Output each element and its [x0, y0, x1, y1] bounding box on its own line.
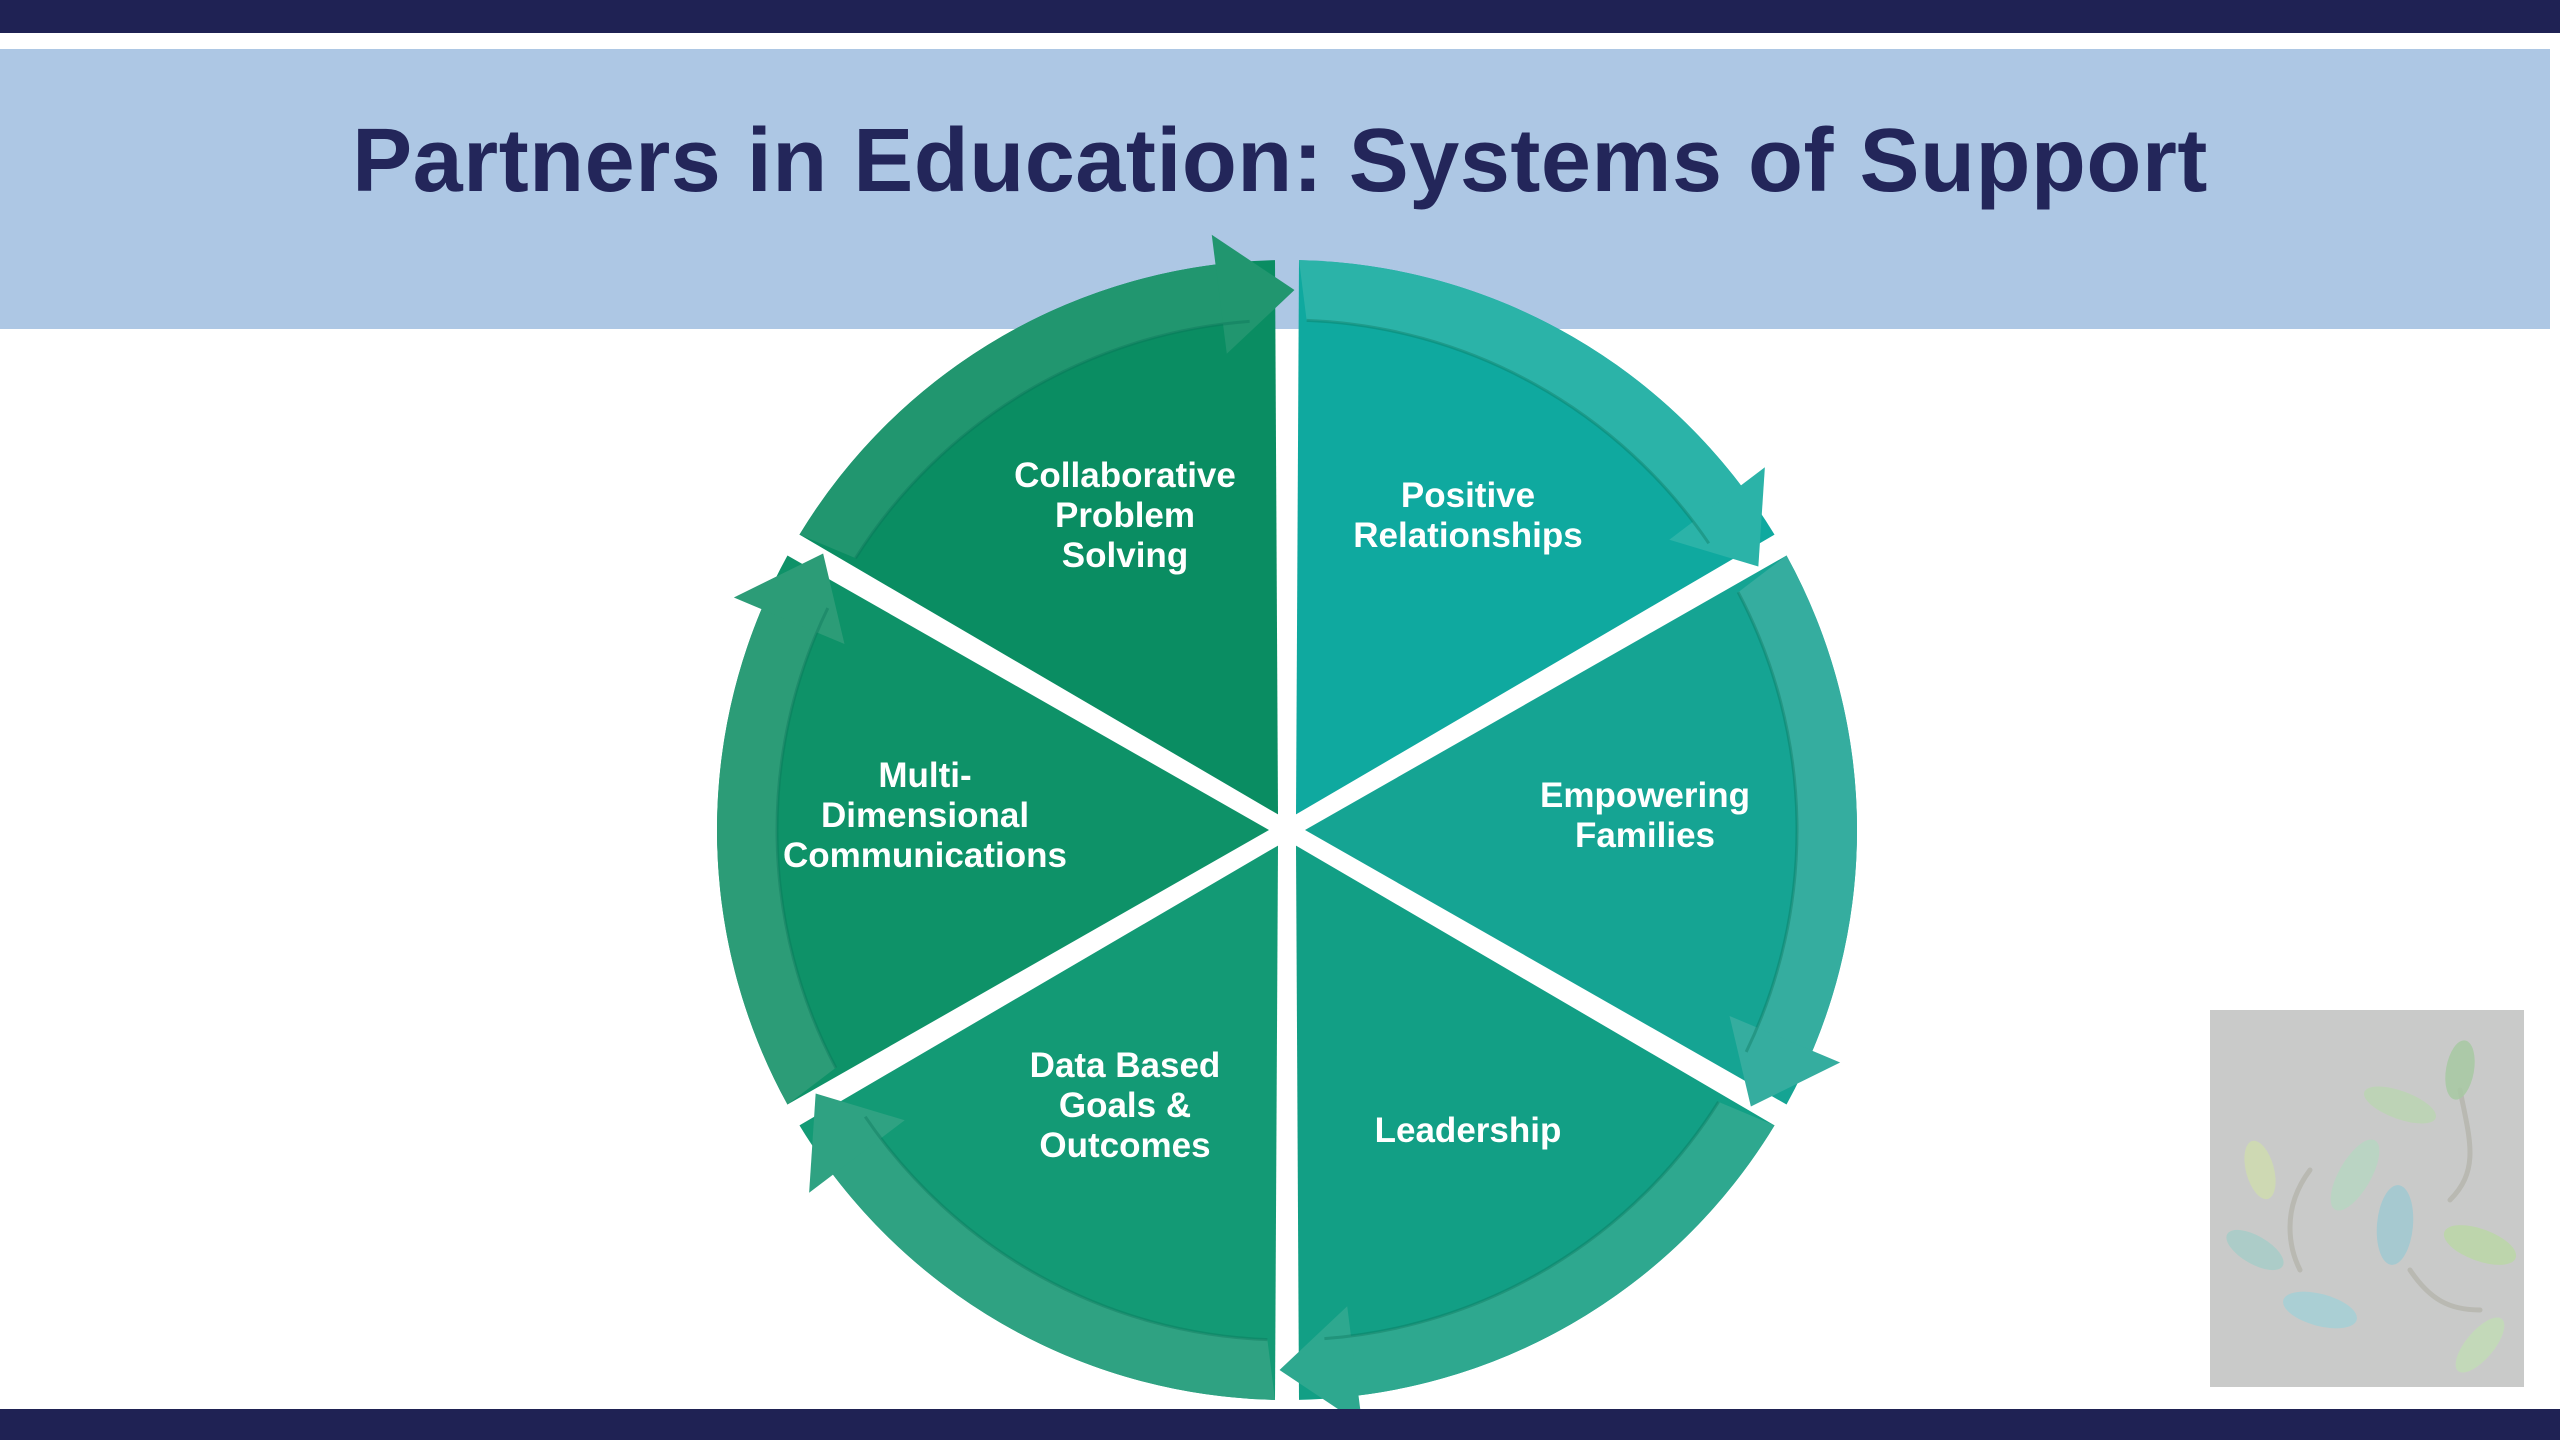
top-frame-bar	[0, 0, 2560, 33]
cycle-segment-positive-relationships	[1296, 260, 1775, 815]
segment-label-leadership: Leadership	[1375, 1111, 1562, 1150]
cycle-segment-multi-dimensional-communications	[717, 553, 1269, 1105]
cycle-segment-data-based-goals	[799, 845, 1278, 1400]
cycle-segment-leadership	[1279, 845, 1775, 1426]
cycle-segment-collaborative-problem-solving	[799, 234, 1295, 815]
sprouting-leaves-icon	[2226, 1040, 2517, 1373]
bottom-frame-bar	[0, 1409, 2560, 1440]
slide-title: Partners in Education: Systems of Suppor…	[352, 111, 2208, 211]
thumbnail-image	[2210, 1010, 2524, 1387]
cycle-segment-empowering-families	[1305, 555, 1857, 1107]
